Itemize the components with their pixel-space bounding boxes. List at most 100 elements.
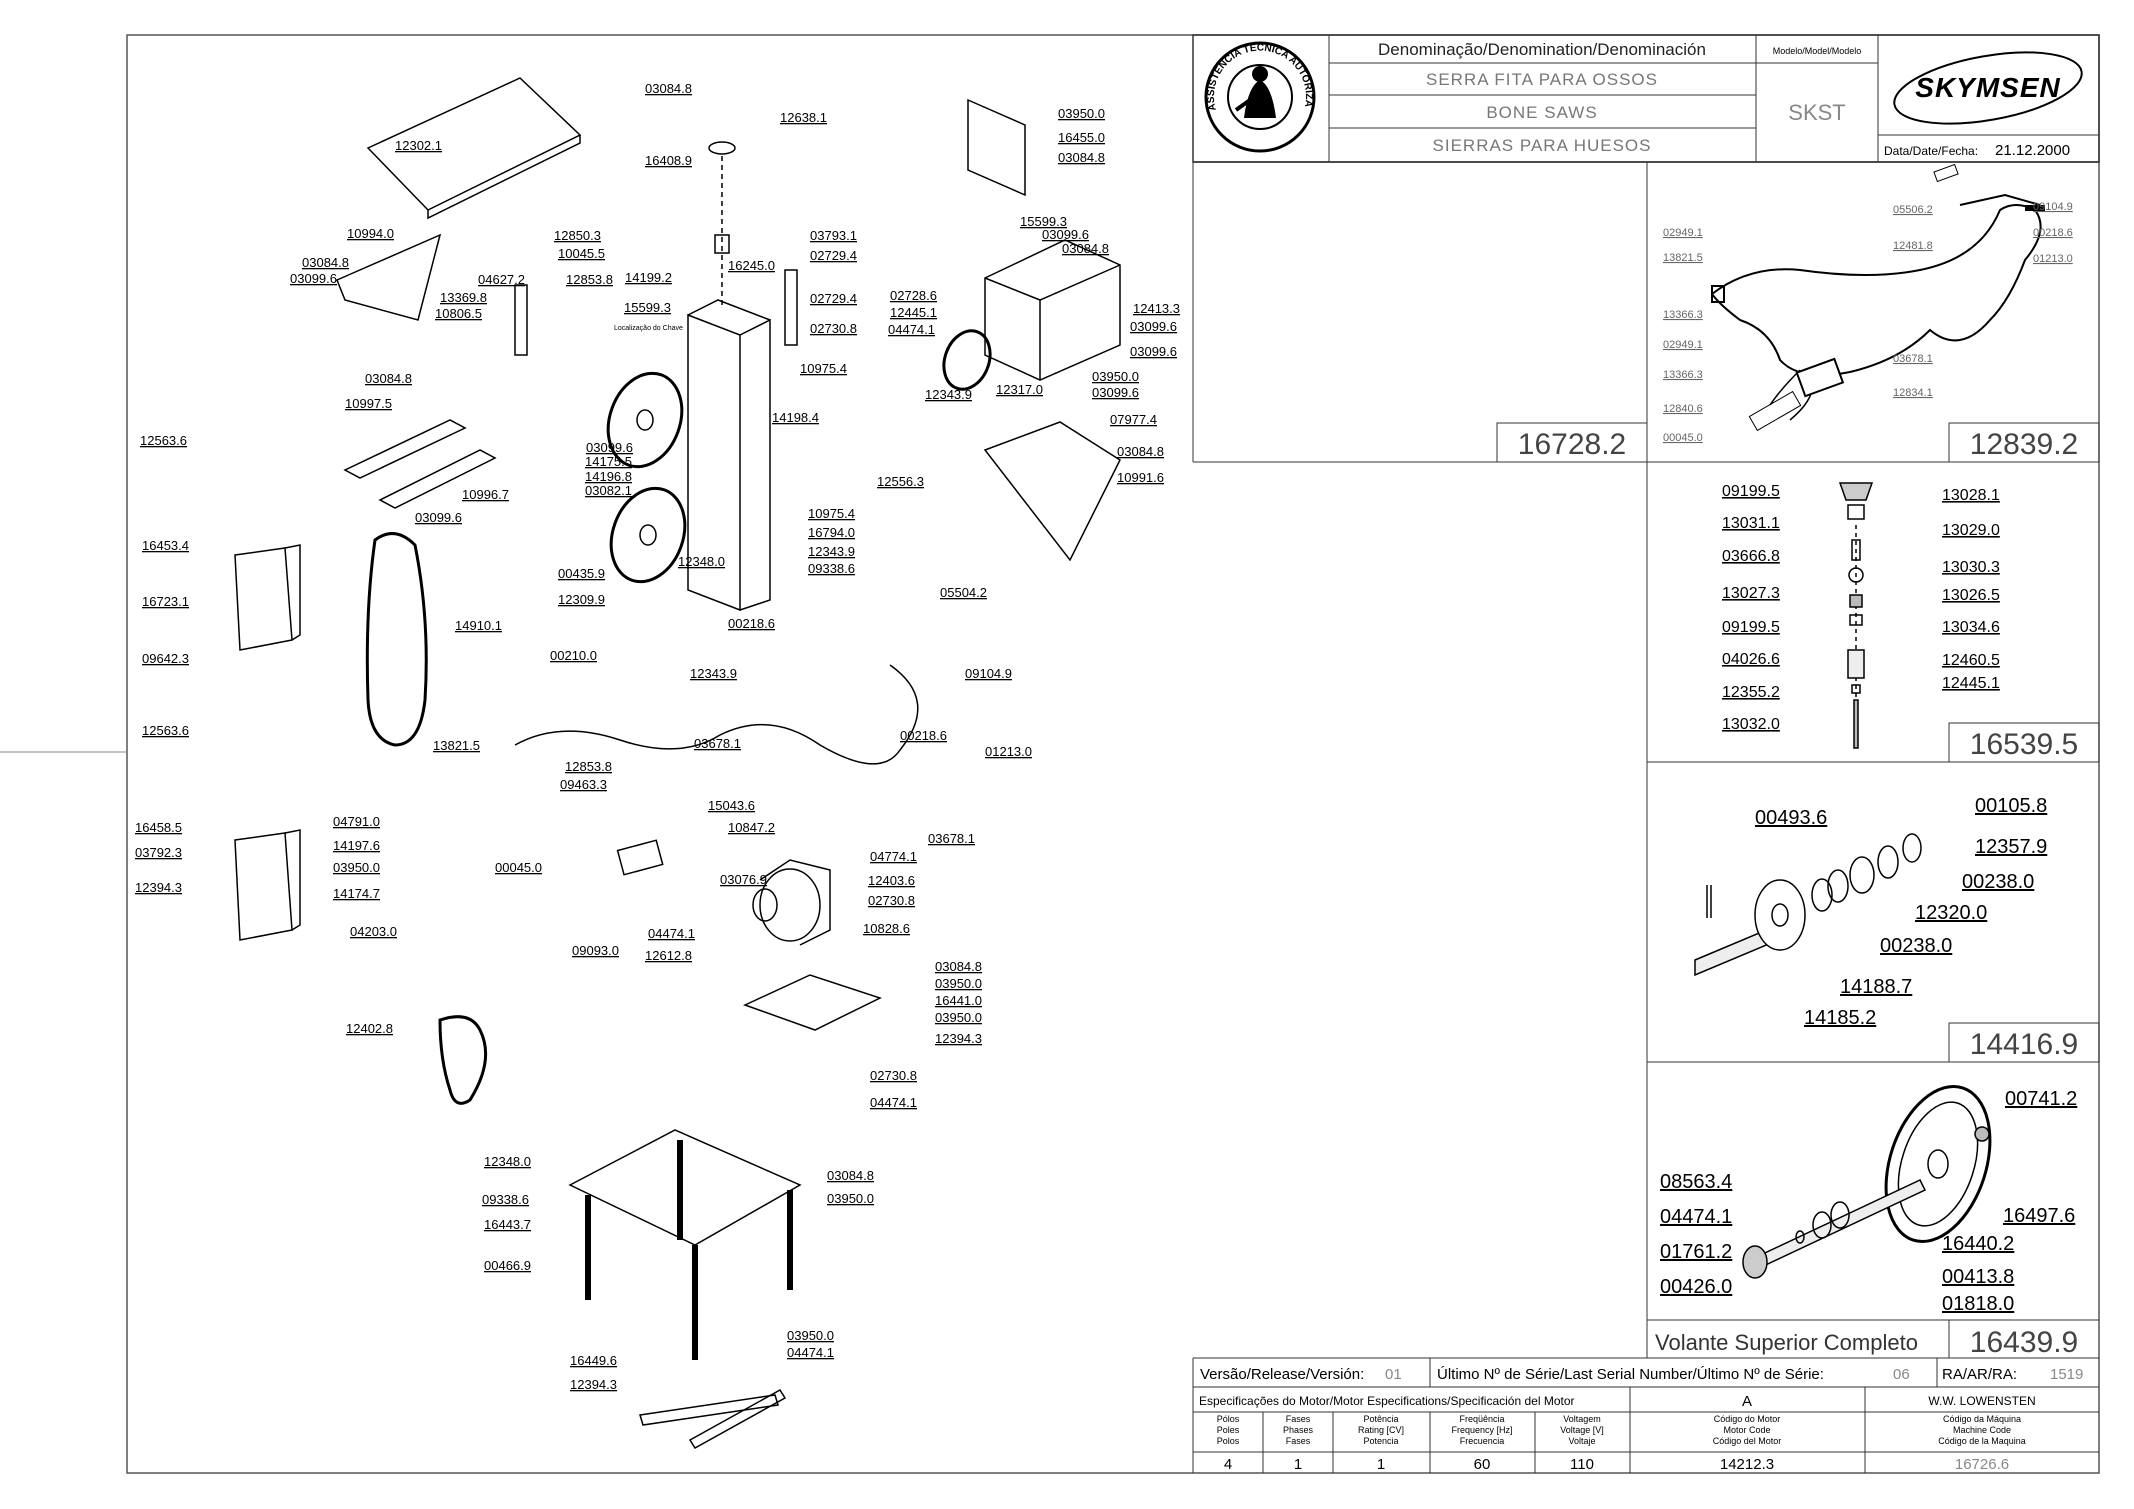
footer-cell: Código de la Maquina [1938, 1436, 2026, 1446]
footer-cell: Polos [1217, 1436, 1240, 1446]
part-number-label: 01818.0 [1942, 1293, 2014, 1315]
ra-value: 1519 [2050, 1366, 2083, 1383]
part-number-label: 14196.8 [585, 469, 632, 484]
footer-cell: 4 [1224, 1456, 1232, 1473]
part-number-label: 09104.9 [2033, 201, 2073, 213]
part-number-label: 10847.2 [728, 820, 775, 835]
part-number-label: 00218.6 [728, 616, 775, 631]
panel-3-shaft-assembly [1838, 482, 1874, 749]
footer-cell: Poles [1217, 1425, 1240, 1435]
part-number-label: 03099.6 [290, 271, 337, 286]
part-number-label: 12563.6 [140, 433, 187, 448]
part-number-label: 10991.6 [1117, 470, 1164, 485]
part-number-label: 14175.5 [585, 454, 632, 469]
part-number-label: 02728.6 [890, 288, 937, 303]
part-number-label: 10975.4 [808, 506, 855, 521]
part-number-label: 02729.4 [810, 248, 857, 263]
part-number-label: 14198.4 [772, 410, 819, 425]
part-number-label: 13821.5 [433, 738, 480, 753]
part-number-label: 12348.0 [678, 554, 725, 569]
part-number-label: 14910.1 [455, 618, 502, 633]
part-number-label: 13027.3 [1722, 585, 1780, 602]
part-number-label: 13030.3 [1942, 559, 2000, 576]
part-number-label: 12481.8 [1893, 240, 1933, 252]
part-number-label: 14197.6 [333, 838, 380, 853]
part-number-label: 12850.3 [554, 228, 601, 243]
part-number-label: 13032.0 [1722, 716, 1780, 733]
panel-3-labels: 09199.5 13028.1 13031.1 13029.0 03666.8 … [1722, 483, 2000, 733]
part-number-label: 00493.6 [1755, 807, 1827, 829]
svg-text:SKYMSEN: SKYMSEN [1915, 72, 2060, 103]
footer-cell: 110 [1570, 1456, 1594, 1473]
part-number-label: 00435.9 [558, 566, 605, 581]
motor-spec-value: A [1742, 1393, 1752, 1410]
part-number-label: 03076.9 [720, 872, 767, 887]
part-number-label: 14199.2 [625, 270, 672, 285]
part-number-label: 10045.5 [558, 246, 605, 261]
part-number-label: 03084.8 [1058, 150, 1105, 165]
part-number-label: 08563.4 [1660, 1171, 1732, 1193]
part-number-label: 12348.0 [484, 1154, 531, 1169]
denomination-header: Denominação/Denomination/Denominación [1378, 40, 1706, 59]
footer-cell: Frecuencia [1460, 1436, 1505, 1446]
part-number-label: 07977.4 [1110, 412, 1157, 427]
panel-4-hub-assembly [1694, 833, 1922, 977]
part-number-label: 01213.0 [985, 744, 1032, 759]
part-number-label: 14185.2 [1804, 1007, 1876, 1029]
part-number-label: 12394.3 [570, 1377, 617, 1392]
name-en: BONE SAWS [1486, 103, 1597, 122]
part-number-label: 03666.8 [1722, 548, 1780, 565]
part-number-label: 12357.9 [1975, 836, 2047, 858]
footer-cell: Código do Motor [1714, 1414, 1781, 1424]
part-number-label: 12403.6 [868, 873, 915, 888]
part-number-label: 16497.6 [2003, 1205, 2075, 1227]
panel-5-handwheel [1742, 1084, 1992, 1279]
part-number-label: 10828.6 [863, 921, 910, 936]
part-number-label: 12612.8 [645, 948, 692, 963]
part-number-label: 12563.6 [142, 723, 189, 738]
part-number-label: 13366.3 [1663, 309, 1703, 321]
part-number-label: 10994.0 [347, 226, 394, 241]
part-number-label: 00238.0 [1880, 935, 1952, 957]
part-number-label: 12834.1 [1893, 387, 1933, 399]
footer-cell: Machine Code [1953, 1425, 2011, 1435]
model-header: Modelo/Model/Modelo [1773, 46, 1862, 56]
part-number-label: 03792.3 [135, 845, 182, 860]
part-number-label: 16441.0 [935, 993, 982, 1008]
part-number-label: 04474.1 [870, 1095, 917, 1110]
part-number-label: 16440.2 [1942, 1233, 2014, 1255]
footer-text: Versão/Release/Versión: 01 Último Nº de … [1199, 1366, 2083, 1473]
part-number-label: 02949.1 [1663, 227, 1703, 239]
part-number-label: 00045.0 [495, 860, 542, 875]
panel-5-code: 16439.9 [1970, 1326, 2078, 1359]
part-number-label: 00741.2 [2005, 1088, 2077, 1110]
footer-cell: Freqüência [1459, 1414, 1504, 1424]
panel-2-code: 12839.2 [1970, 428, 2078, 461]
panel-1: 16728.2 [1496, 422, 1648, 463]
part-number-label: 16449.6 [570, 1353, 617, 1368]
part-number-label: 03099.6 [1130, 344, 1177, 359]
part-number-label: 03950.0 [935, 976, 982, 991]
authorized-service-seal: ASSISTÊNCIA TÉCNICA AUTORIZADA [0, 0, 1316, 153]
footer-cell: 14212.3 [1720, 1456, 1774, 1473]
name-es: SIERRAS PARA HUESOS [1433, 136, 1652, 155]
part-number-label: 13821.5 [1663, 252, 1703, 264]
part-number-label: 03099.6 [1130, 319, 1177, 334]
part-number-label: 12394.3 [135, 880, 182, 895]
part-number-label: 03678.1 [694, 736, 741, 751]
panel-3-code: 16539.5 [1970, 728, 2078, 761]
part-number-label: 00218.6 [900, 728, 947, 743]
footer-cell: Voltage [V] [1560, 1425, 1604, 1435]
part-number-label: 16408.9 [645, 153, 692, 168]
sheet-border [126, 34, 2100, 1474]
part-number-label: 04474.1 [787, 1345, 834, 1360]
part-number-label: 13029.0 [1942, 522, 2000, 539]
footer-cell: 16726.6 [1955, 1456, 2009, 1473]
part-number-label: 12445.1 [890, 305, 937, 320]
part-number-label: 03084.8 [827, 1168, 874, 1183]
part-number-label: 15043.6 [708, 798, 755, 813]
part-number-label: 15599.3 [1020, 214, 1067, 229]
footer-cell: 1 [1294, 1456, 1302, 1473]
part-number-label: 16245.0 [728, 258, 775, 273]
part-number-label: 04774.1 [870, 849, 917, 864]
